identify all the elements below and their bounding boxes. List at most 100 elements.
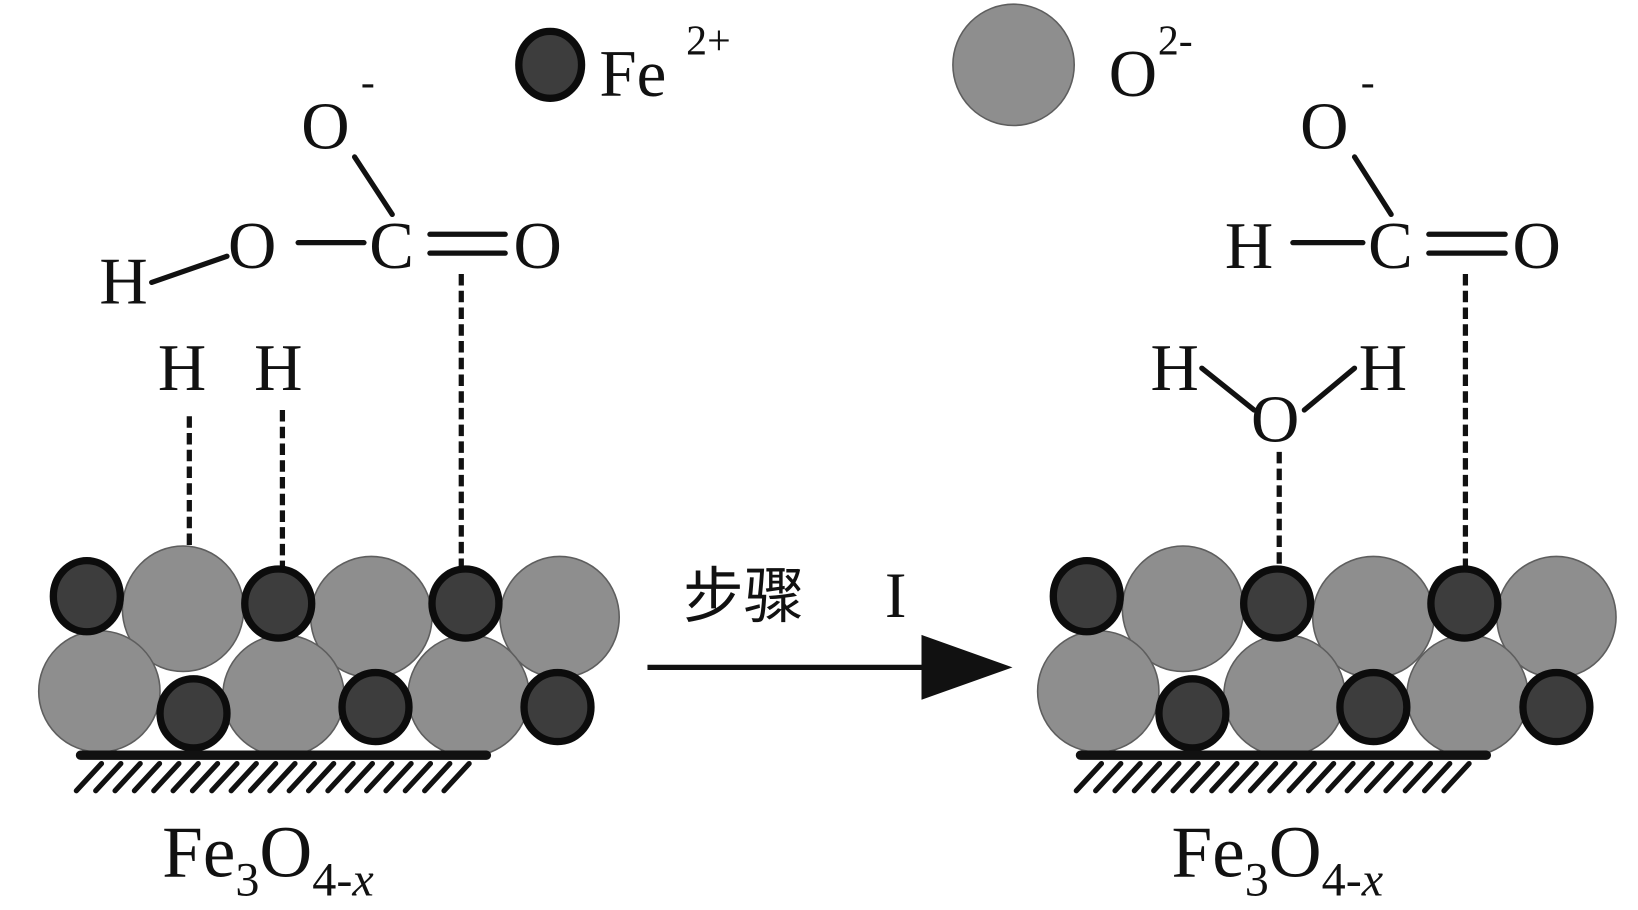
- fe-ion: [1427, 565, 1502, 642]
- hatch-mark: [1344, 760, 1375, 794]
- o-ion: [1406, 634, 1529, 758]
- hatch-mark: [441, 760, 472, 794]
- right-adsorbate: H C O O -: [1225, 60, 1561, 571]
- legend-o-charge: 2-: [1158, 18, 1193, 64]
- bond-c-o-anion: [1351, 154, 1394, 218]
- fe-ion-icon: [515, 27, 586, 102]
- o-ion: [1223, 634, 1346, 758]
- hatch-mark: [170, 760, 201, 794]
- hatch-mark: [1267, 760, 1298, 794]
- o-ion: [1036, 629, 1160, 753]
- atom-o-carbonyl: O: [514, 209, 562, 283]
- hatch-mark: [1151, 760, 1182, 794]
- hatch-mark: [344, 760, 375, 794]
- bond-h-o: [149, 253, 230, 286]
- hatch-mark: [363, 760, 395, 794]
- substrate-formula: Fe3O4-x: [162, 812, 374, 907]
- hatch-mark: [1422, 760, 1453, 794]
- hatch-mark: [1093, 760, 1124, 794]
- step-label: 步骤: [683, 562, 804, 632]
- legend-fe-label: Fe: [599, 37, 666, 111]
- substrate-formula: Fe3O4-x: [1171, 812, 1383, 907]
- legend: Fe 2+ O 2-: [515, 3, 1193, 127]
- hatch-mark: [1209, 760, 1240, 794]
- atom-h: H: [1225, 209, 1273, 283]
- hatch-mark: [73, 760, 105, 794]
- atom-o: O: [228, 209, 276, 283]
- o-ion: [37, 629, 161, 753]
- hatch-mark: [286, 760, 317, 794]
- step-numeral: I: [885, 560, 907, 632]
- o-ion: [407, 634, 531, 758]
- hatch-mark: [1112, 760, 1143, 794]
- hatch-mark: [189, 760, 221, 794]
- hatch-mark: [267, 760, 298, 794]
- hatch-mark: [228, 760, 259, 794]
- substrate-hatching: [73, 760, 472, 794]
- hatch-mark: [1383, 760, 1414, 794]
- hatch-mark: [1305, 760, 1337, 794]
- atom-o-anion: O: [301, 90, 349, 164]
- reaction-arrow: 步骤 I: [647, 560, 1013, 700]
- atom-h: H: [99, 244, 147, 318]
- bond-h-o-left: [1199, 365, 1257, 413]
- o-ion: [222, 634, 345, 758]
- water-molecule: H O H: [1151, 331, 1407, 573]
- hatch-mark: [1363, 760, 1395, 794]
- hatch-mark: [1131, 760, 1163, 794]
- hatch-mark: [1247, 760, 1279, 794]
- hatch-mark: [1228, 760, 1259, 794]
- hatch-mark: [383, 760, 414, 794]
- fe-ion: [1519, 668, 1594, 746]
- bond-c-o-anion: [351, 154, 395, 218]
- hatch-mark: [1441, 760, 1472, 794]
- atom-o-anion: O: [1300, 90, 1348, 164]
- hatch-mark: [1073, 760, 1105, 794]
- fe-ion: [156, 675, 231, 752]
- hatch-mark: [93, 760, 124, 794]
- legend-o: O 2-: [952, 3, 1193, 127]
- water-h-right: H: [1359, 331, 1407, 405]
- atom-c: C: [1368, 209, 1413, 283]
- legend-o-label: O: [1109, 37, 1157, 111]
- bond-h-o-right: [1301, 365, 1358, 413]
- hatch-mark: [1402, 760, 1433, 794]
- hatch-mark: [1325, 760, 1356, 794]
- hatch-mark: [247, 760, 279, 794]
- arrow-head-icon: [921, 634, 1013, 700]
- right-lattice: Fe3O4-x: [1036, 545, 1617, 907]
- fe-ion: [428, 565, 503, 642]
- left-adsorbate: H O C O O -: [99, 60, 562, 318]
- water-h-left: H: [1151, 331, 1199, 405]
- fe-ion: [1240, 565, 1315, 642]
- hatch-mark: [305, 760, 337, 794]
- hatch-mark: [422, 760, 453, 794]
- water-o: O: [1251, 382, 1299, 456]
- anion-charge: -: [361, 60, 375, 106]
- hatch-mark: [151, 760, 182, 794]
- hatch-mark: [131, 760, 163, 794]
- hatch-mark: [209, 760, 240, 794]
- left-lattice: Fe3O4-x: [37, 545, 621, 907]
- fe-ion: [1155, 675, 1230, 752]
- atom-o-carbonyl: O: [1512, 209, 1560, 283]
- fe-ion: [338, 668, 413, 746]
- substrate-hatching: [1073, 760, 1472, 794]
- fe-ion: [520, 668, 595, 746]
- atom-c: C: [369, 209, 414, 283]
- left-adsorbed-hydrogens: H H: [158, 274, 464, 574]
- fe-ion: [1336, 668, 1411, 746]
- fe-ion: [49, 556, 124, 636]
- legend-fe: Fe 2+: [515, 18, 731, 111]
- o-ion-icon: [952, 3, 1076, 127]
- hatch-mark: [325, 760, 356, 794]
- hatch-mark: [1286, 760, 1317, 794]
- fe-ion: [241, 565, 316, 642]
- hatch-mark: [402, 760, 434, 794]
- adsorbed-h-2: H: [254, 331, 302, 405]
- adsorbed-h-1: H: [158, 331, 206, 405]
- legend-fe-charge: 2+: [686, 18, 731, 64]
- anion-charge: -: [1361, 60, 1375, 106]
- hatch-mark: [1189, 760, 1221, 794]
